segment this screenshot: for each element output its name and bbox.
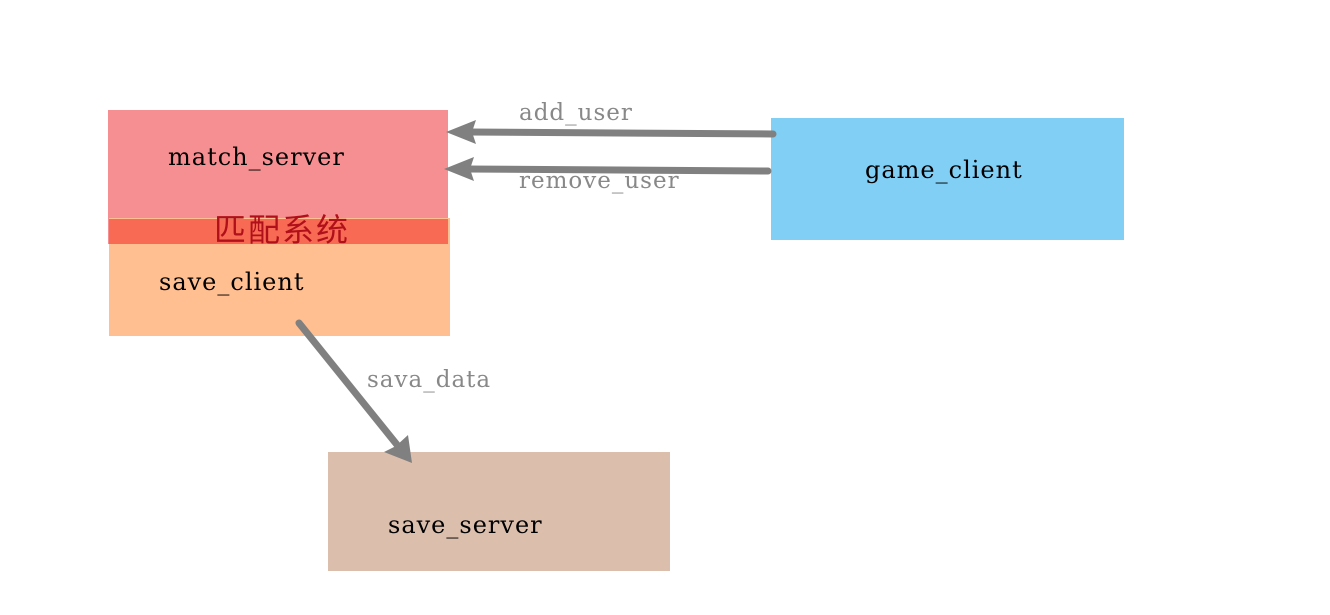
game-client-label: game_client xyxy=(865,156,1023,184)
add-user-label: add_user xyxy=(519,100,633,126)
match-server-label: match_server xyxy=(168,143,345,171)
add-user-arrow xyxy=(446,120,777,144)
save-server-box xyxy=(328,452,670,571)
system-title: 匹配系统 xyxy=(214,211,351,249)
system-overlap-band xyxy=(109,219,448,244)
save-data-label: sava_data xyxy=(367,367,492,393)
game-client-box xyxy=(771,118,1124,240)
save-client-label: save_client xyxy=(159,268,305,296)
save-server-label: save_server xyxy=(388,511,543,539)
remove-user-label: remove_user xyxy=(519,168,680,194)
save-data-arrow xyxy=(295,319,412,463)
remove-user-arrow xyxy=(444,157,772,181)
